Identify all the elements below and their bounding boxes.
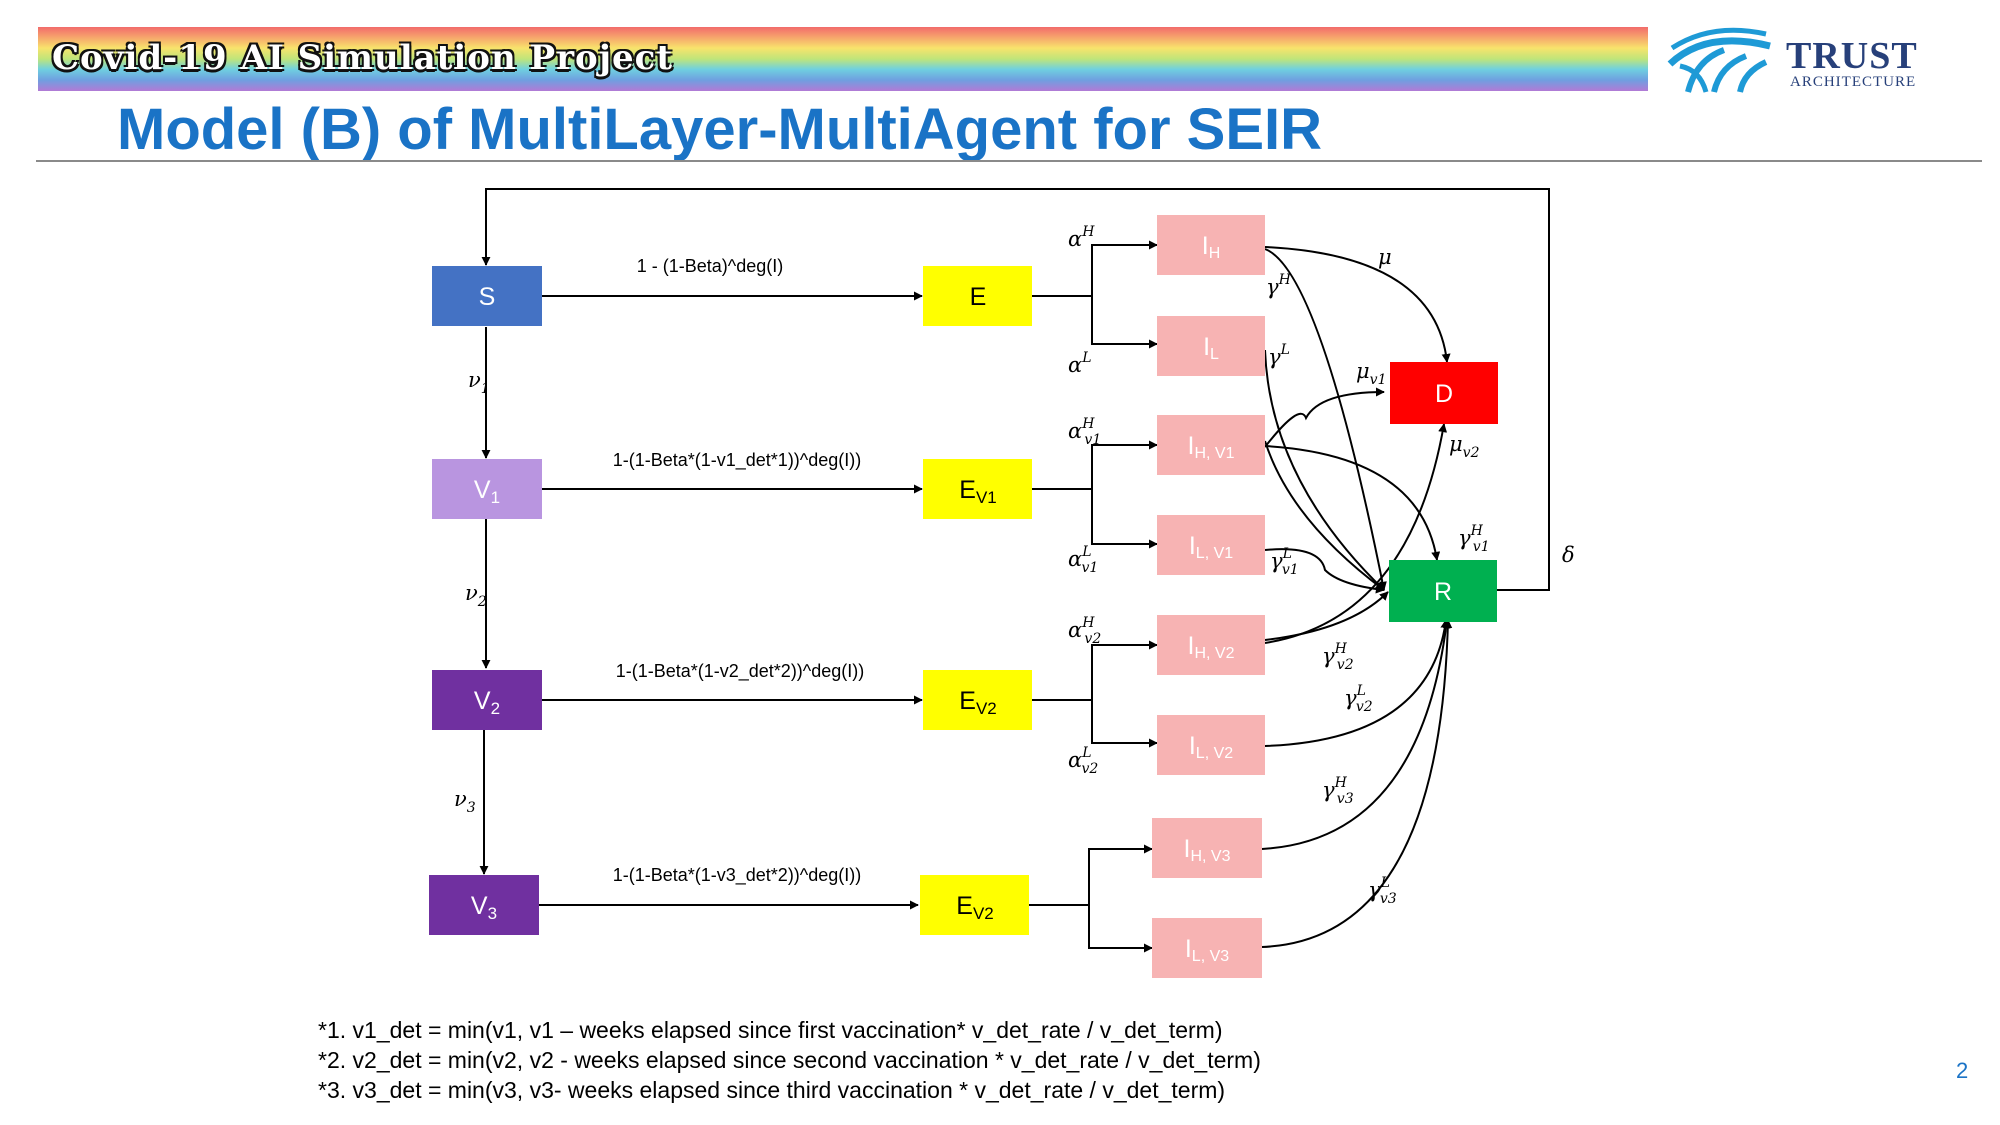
node-s: S: [432, 266, 542, 326]
node-ih: IH: [1157, 215, 1265, 275]
banner-title: Covid-19 AI Simulation Project: [52, 38, 674, 78]
node-ihv1: IH, V1: [1157, 415, 1265, 475]
svg-text:IL, V1: IL, V1: [1189, 532, 1233, 562]
svg-text:IH, V1: IH, V1: [1188, 432, 1235, 462]
recovery-edges: [1261, 248, 1453, 948]
edge-ihv1-r-lower: [1264, 440, 1385, 591]
node-ilv1: IL, V1: [1157, 515, 1265, 575]
svg-text:EV1: EV1: [959, 476, 996, 507]
svg-text:D: D: [1435, 380, 1453, 408]
node-v2: V2: [432, 670, 542, 730]
trust-logo-icon: [1667, 27, 1771, 93]
node-e: E: [923, 266, 1032, 326]
symbol-nu3: ν3: [454, 787, 476, 816]
edge-il-r: [1264, 349, 1385, 591]
edge-ilv2-r: [1264, 619, 1450, 747]
symbol-nu1: ν1: [468, 368, 490, 397]
edge-ev1-ilv1: [1091, 489, 1158, 549]
infection-edges: [539, 291, 923, 910]
edge-ihv1-d: [1264, 387, 1385, 448]
symbol-mu-v2: μv2: [1449, 432, 1480, 461]
symbol-alpha-l: αL: [1068, 350, 1091, 377]
svg-text:IL, V2: IL, V2: [1189, 732, 1233, 762]
node-ihv3: IH, V3: [1152, 818, 1262, 878]
logo-wordmark: TRUST: [1786, 35, 1918, 77]
edge-ih-r: [1264, 248, 1387, 591]
node-il: IL: [1157, 316, 1265, 376]
progression-edges: [1029, 240, 1158, 953]
edge-r-s-waning: [481, 188, 1550, 591]
node-v1: V1: [432, 459, 542, 519]
title-divider: [36, 160, 1982, 162]
svg-text:V2: V2: [474, 687, 500, 718]
node-ev2: EV2: [923, 670, 1032, 730]
svg-text:IL: IL: [1203, 333, 1219, 363]
footnotes: *1. v1_det = min(v1, v1 – weeks elapsed …: [318, 1015, 1261, 1105]
svg-text:EV2: EV2: [959, 687, 996, 718]
edge-ihv3-r: [1261, 619, 1451, 850]
node-ev1: EV1: [923, 459, 1032, 519]
edge-ihv2-r: [1264, 591, 1389, 641]
symbol-gamma-h: γH: [1266, 272, 1292, 299]
footnote-3: *3. v3_det = min(v3, v3- weeks elapsed s…: [318, 1077, 1226, 1103]
edge-e-il: [1091, 296, 1158, 349]
vaccination-edges: [479, 327, 491, 875]
edge-ev2-ihv2: [1032, 640, 1158, 701]
symbol-nu2: ν2: [465, 581, 487, 610]
node-v3: V3: [429, 875, 539, 935]
edge-ih-d: [1264, 246, 1451, 363]
edge-ev3-ilv3: [1088, 905, 1153, 953]
svg-text:S: S: [479, 283, 496, 311]
footnote-2: *2. v2_det = min(v2, v2 - weeks elapsed …: [318, 1047, 1261, 1073]
edge-ev3-ihv3: [1029, 844, 1153, 906]
edge-ihv1-r: [1264, 445, 1441, 561]
label-v2-ev2: 1-(1-Beta*(1-v2_det*2))^deg(I)): [616, 661, 865, 682]
node-ilv2: IL, V2: [1157, 715, 1265, 775]
footnote-1: *1. v1_det = min(v1, v1 – weeks elapsed …: [318, 1017, 1223, 1043]
node-ihv2: IH, V2: [1157, 615, 1265, 675]
symbol-delta: δ: [1562, 543, 1575, 567]
symbol-mu-v1: μv1: [1356, 359, 1386, 388]
node-ilv3: IL, V3: [1152, 918, 1262, 978]
svg-text:IL, V3: IL, V3: [1185, 935, 1229, 965]
svg-text:EV2: EV2: [956, 892, 993, 923]
label-v1-ev1: 1-(1-Beta*(1-v1_det*1))^deg(I)): [613, 450, 862, 471]
label-s-e: 1 - (1-Beta)^deg(I): [637, 256, 784, 276]
node-ev3: EV2: [920, 875, 1029, 935]
page-title: Model (B) of MultiLayer-MultiAgent for S…: [117, 97, 1323, 162]
svg-text:V1: V1: [474, 476, 500, 507]
symbol-alpha-h: αH: [1068, 224, 1095, 251]
svg-text:V3: V3: [471, 892, 497, 923]
svg-text:E: E: [970, 283, 987, 311]
svg-text:IH, V2: IH, V2: [1188, 632, 1235, 662]
symbol-gamma-l: γL: [1268, 342, 1290, 369]
edge-ev1-ihv1: [1032, 440, 1158, 490]
symbol-mu: μ: [1378, 245, 1392, 269]
edge-ilv1-r: [1264, 548, 1385, 594]
edge-ilv3-r: [1261, 619, 1453, 948]
edge-ev2-ilv2: [1091, 700, 1158, 748]
svg-text:IH, V3: IH, V3: [1184, 835, 1231, 865]
edge-e-ih: [1032, 240, 1158, 297]
node-r: R: [1389, 560, 1497, 622]
svg-text:R: R: [1434, 578, 1452, 606]
svg-text:IH: IH: [1202, 232, 1221, 262]
node-d: D: [1390, 362, 1498, 424]
logo-subtitle: ARCHITECTURE: [1790, 74, 1917, 90]
rainbow-banner: [38, 27, 1648, 91]
label-v3-ev3: 1-(1-Beta*(1-v3_det*2))^deg(I)): [613, 865, 862, 886]
page-number: 2: [1956, 1058, 1969, 1083]
